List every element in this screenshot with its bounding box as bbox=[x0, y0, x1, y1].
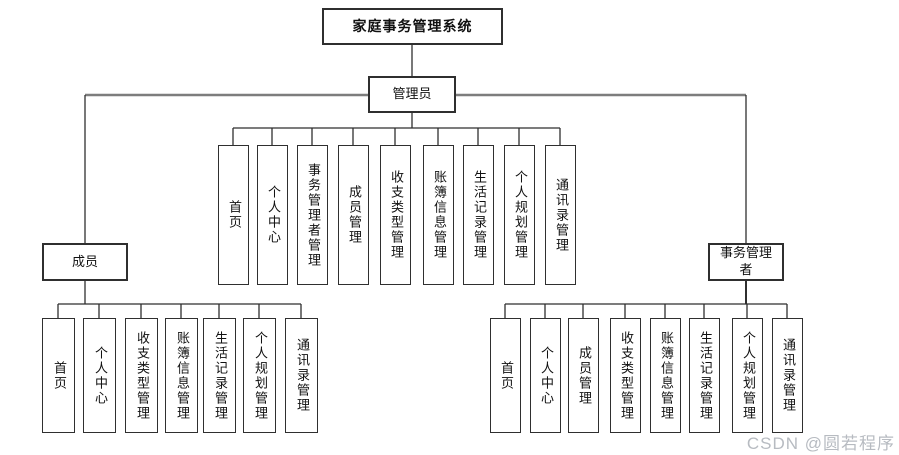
csdn-watermark: CSDN @圆若程序 bbox=[746, 434, 895, 453]
manager-child-personal-center: 个人中心 bbox=[530, 318, 561, 433]
node-member: 成员 bbox=[42, 243, 128, 281]
manager-child-home: 首页 bbox=[490, 318, 521, 433]
manager-child-ledger-info-mgmt: 账簿信息管理 bbox=[650, 318, 681, 433]
node-admin: 管理员 bbox=[368, 76, 456, 113]
admin-child-income-expense-type-mgmt: 收支类型管理 bbox=[380, 145, 411, 285]
admin-child-life-record-mgmt: 生活记录管理 bbox=[463, 145, 494, 285]
member-child-income-expense-type-mgmt: 收支类型管理 bbox=[125, 318, 158, 433]
manager-child-member-mgmt: 成员管理 bbox=[568, 318, 599, 433]
manager-child-contacts-mgmt: 通讯录管理 bbox=[772, 318, 803, 433]
member-child-personal-plan-mgmt: 个人规划管理 bbox=[243, 318, 276, 433]
node-affairs-manager: 事务管理者 bbox=[708, 243, 784, 281]
admin-child-personal-center: 个人中心 bbox=[257, 145, 288, 285]
member-child-ledger-info-mgmt: 账簿信息管理 bbox=[165, 318, 198, 433]
manager-child-personal-plan-mgmt: 个人规划管理 bbox=[732, 318, 763, 433]
member-child-personal-center: 个人中心 bbox=[83, 318, 116, 433]
member-child-life-record-mgmt: 生活记录管理 bbox=[203, 318, 236, 433]
admin-child-home: 首页 bbox=[218, 145, 249, 285]
node-root-system: 家庭事务管理系统 bbox=[322, 8, 503, 45]
admin-child-ledger-info-mgmt: 账簿信息管理 bbox=[423, 145, 454, 285]
admin-child-affairs-manager-mgmt: 事务管理者管理 bbox=[297, 145, 328, 285]
admin-child-member-mgmt: 成员管理 bbox=[338, 145, 369, 285]
member-child-contacts-mgmt: 通讯录管理 bbox=[285, 318, 318, 433]
manager-child-life-record-mgmt: 生活记录管理 bbox=[689, 318, 720, 433]
member-child-home: 首页 bbox=[42, 318, 75, 433]
manager-child-income-expense-type-mgmt: 收支类型管理 bbox=[610, 318, 641, 433]
admin-child-personal-plan-mgmt: 个人规划管理 bbox=[504, 145, 535, 285]
admin-child-contacts-mgmt: 通讯录管理 bbox=[545, 145, 576, 285]
